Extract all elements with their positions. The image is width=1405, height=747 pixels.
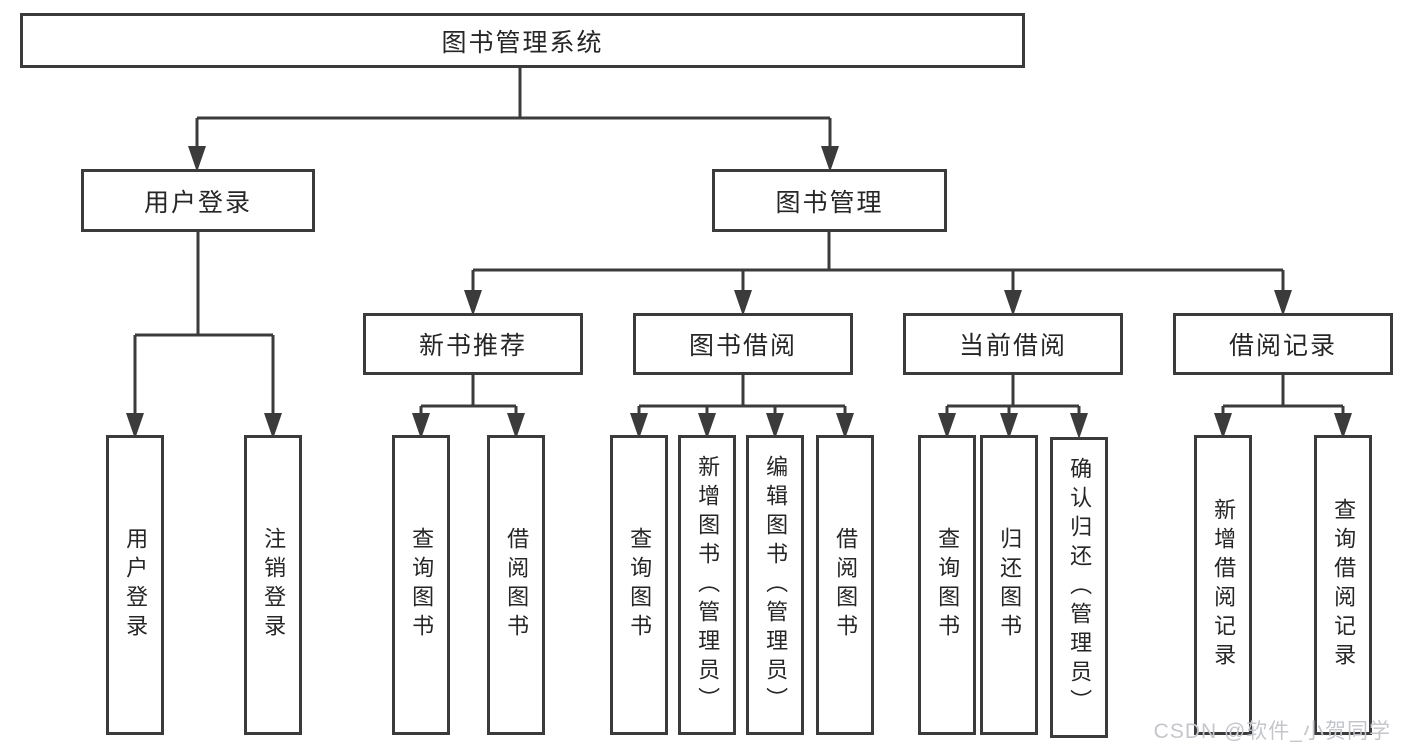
node-book-borrow: 图书借阅 (633, 313, 853, 375)
node-query-books-recommend: 查询图书 (392, 435, 450, 735)
node-label: 编辑图书（管理员） (763, 454, 789, 716)
node-add-book-admin: 新增图书（管理员） (678, 435, 736, 735)
node-edit-book-admin: 编辑图书（管理员） (746, 435, 804, 735)
node-new-book-recommend: 新书推荐 (363, 313, 583, 375)
node-return-book: 归还图书 (980, 435, 1038, 735)
node-book-management-label: 图书管理 (775, 188, 884, 217)
node-label: 新增图书（管理员） (695, 454, 721, 716)
node-label: 借阅图书 (504, 527, 530, 643)
node-label: 查询图书 (627, 527, 653, 643)
node-root: 图书管理系统 (20, 13, 1025, 68)
node-borrow-records: 借阅记录 (1173, 313, 1393, 375)
connector-newbook-children (419, 375, 518, 423)
node-user-login-label: 用户登录 (143, 188, 252, 217)
arrow-head (1070, 413, 1088, 439)
node-borrow-books-recommend: 借阅图书 (487, 435, 545, 735)
connector-records-children (1221, 375, 1345, 423)
node-label: 确认归还（管理员） (1067, 457, 1093, 718)
node-borrow-books-leaf: 借阅图书 (816, 435, 874, 735)
node-query-borrow-record: 查询借阅记录 (1314, 435, 1372, 735)
node-label: 查询借阅记录 (1331, 498, 1357, 672)
node-label: 查询图书 (409, 527, 435, 643)
node-label: 查询图书 (935, 527, 961, 643)
node-book-management: 图书管理 (712, 169, 947, 232)
node-root-label: 图书管理系统 (441, 28, 604, 57)
node-add-borrow-record: 新增借阅记录 (1194, 435, 1252, 735)
node-label: 借阅图书 (833, 527, 859, 643)
node-query-books-current: 查询图书 (918, 435, 976, 735)
node-logout: 注销登录 (244, 435, 302, 735)
node-user-login: 用户登录 (81, 169, 315, 232)
node-current-borrow: 当前借阅 (903, 313, 1123, 375)
node-user-login-leaf: 用户登录 (106, 435, 164, 735)
node-borrow-records-label: 借阅记录 (1228, 332, 1337, 360)
node-new-book-recommend-label: 新书推荐 (418, 332, 527, 360)
connector-bookmgmt-level3 (471, 232, 1285, 300)
node-current-borrow-label: 当前借阅 (958, 332, 1067, 360)
node-label: 用户登录 (123, 527, 149, 643)
node-query-books-borrow: 查询图书 (610, 435, 668, 735)
watermark: CSDN @软件_小贺同学 (1153, 720, 1391, 743)
node-label: 注销登录 (261, 527, 287, 643)
node-label: 新增借阅记录 (1211, 498, 1237, 672)
node-confirm-return-admin: 确认归还（管理员） (1050, 437, 1108, 738)
connector-userlogin-children (133, 232, 275, 423)
node-label: 归还图书 (997, 527, 1023, 643)
connector-bookborrow-children (637, 375, 847, 423)
connector-root-to-level2 (195, 68, 832, 156)
node-book-borrow-label: 图书借阅 (688, 332, 797, 360)
